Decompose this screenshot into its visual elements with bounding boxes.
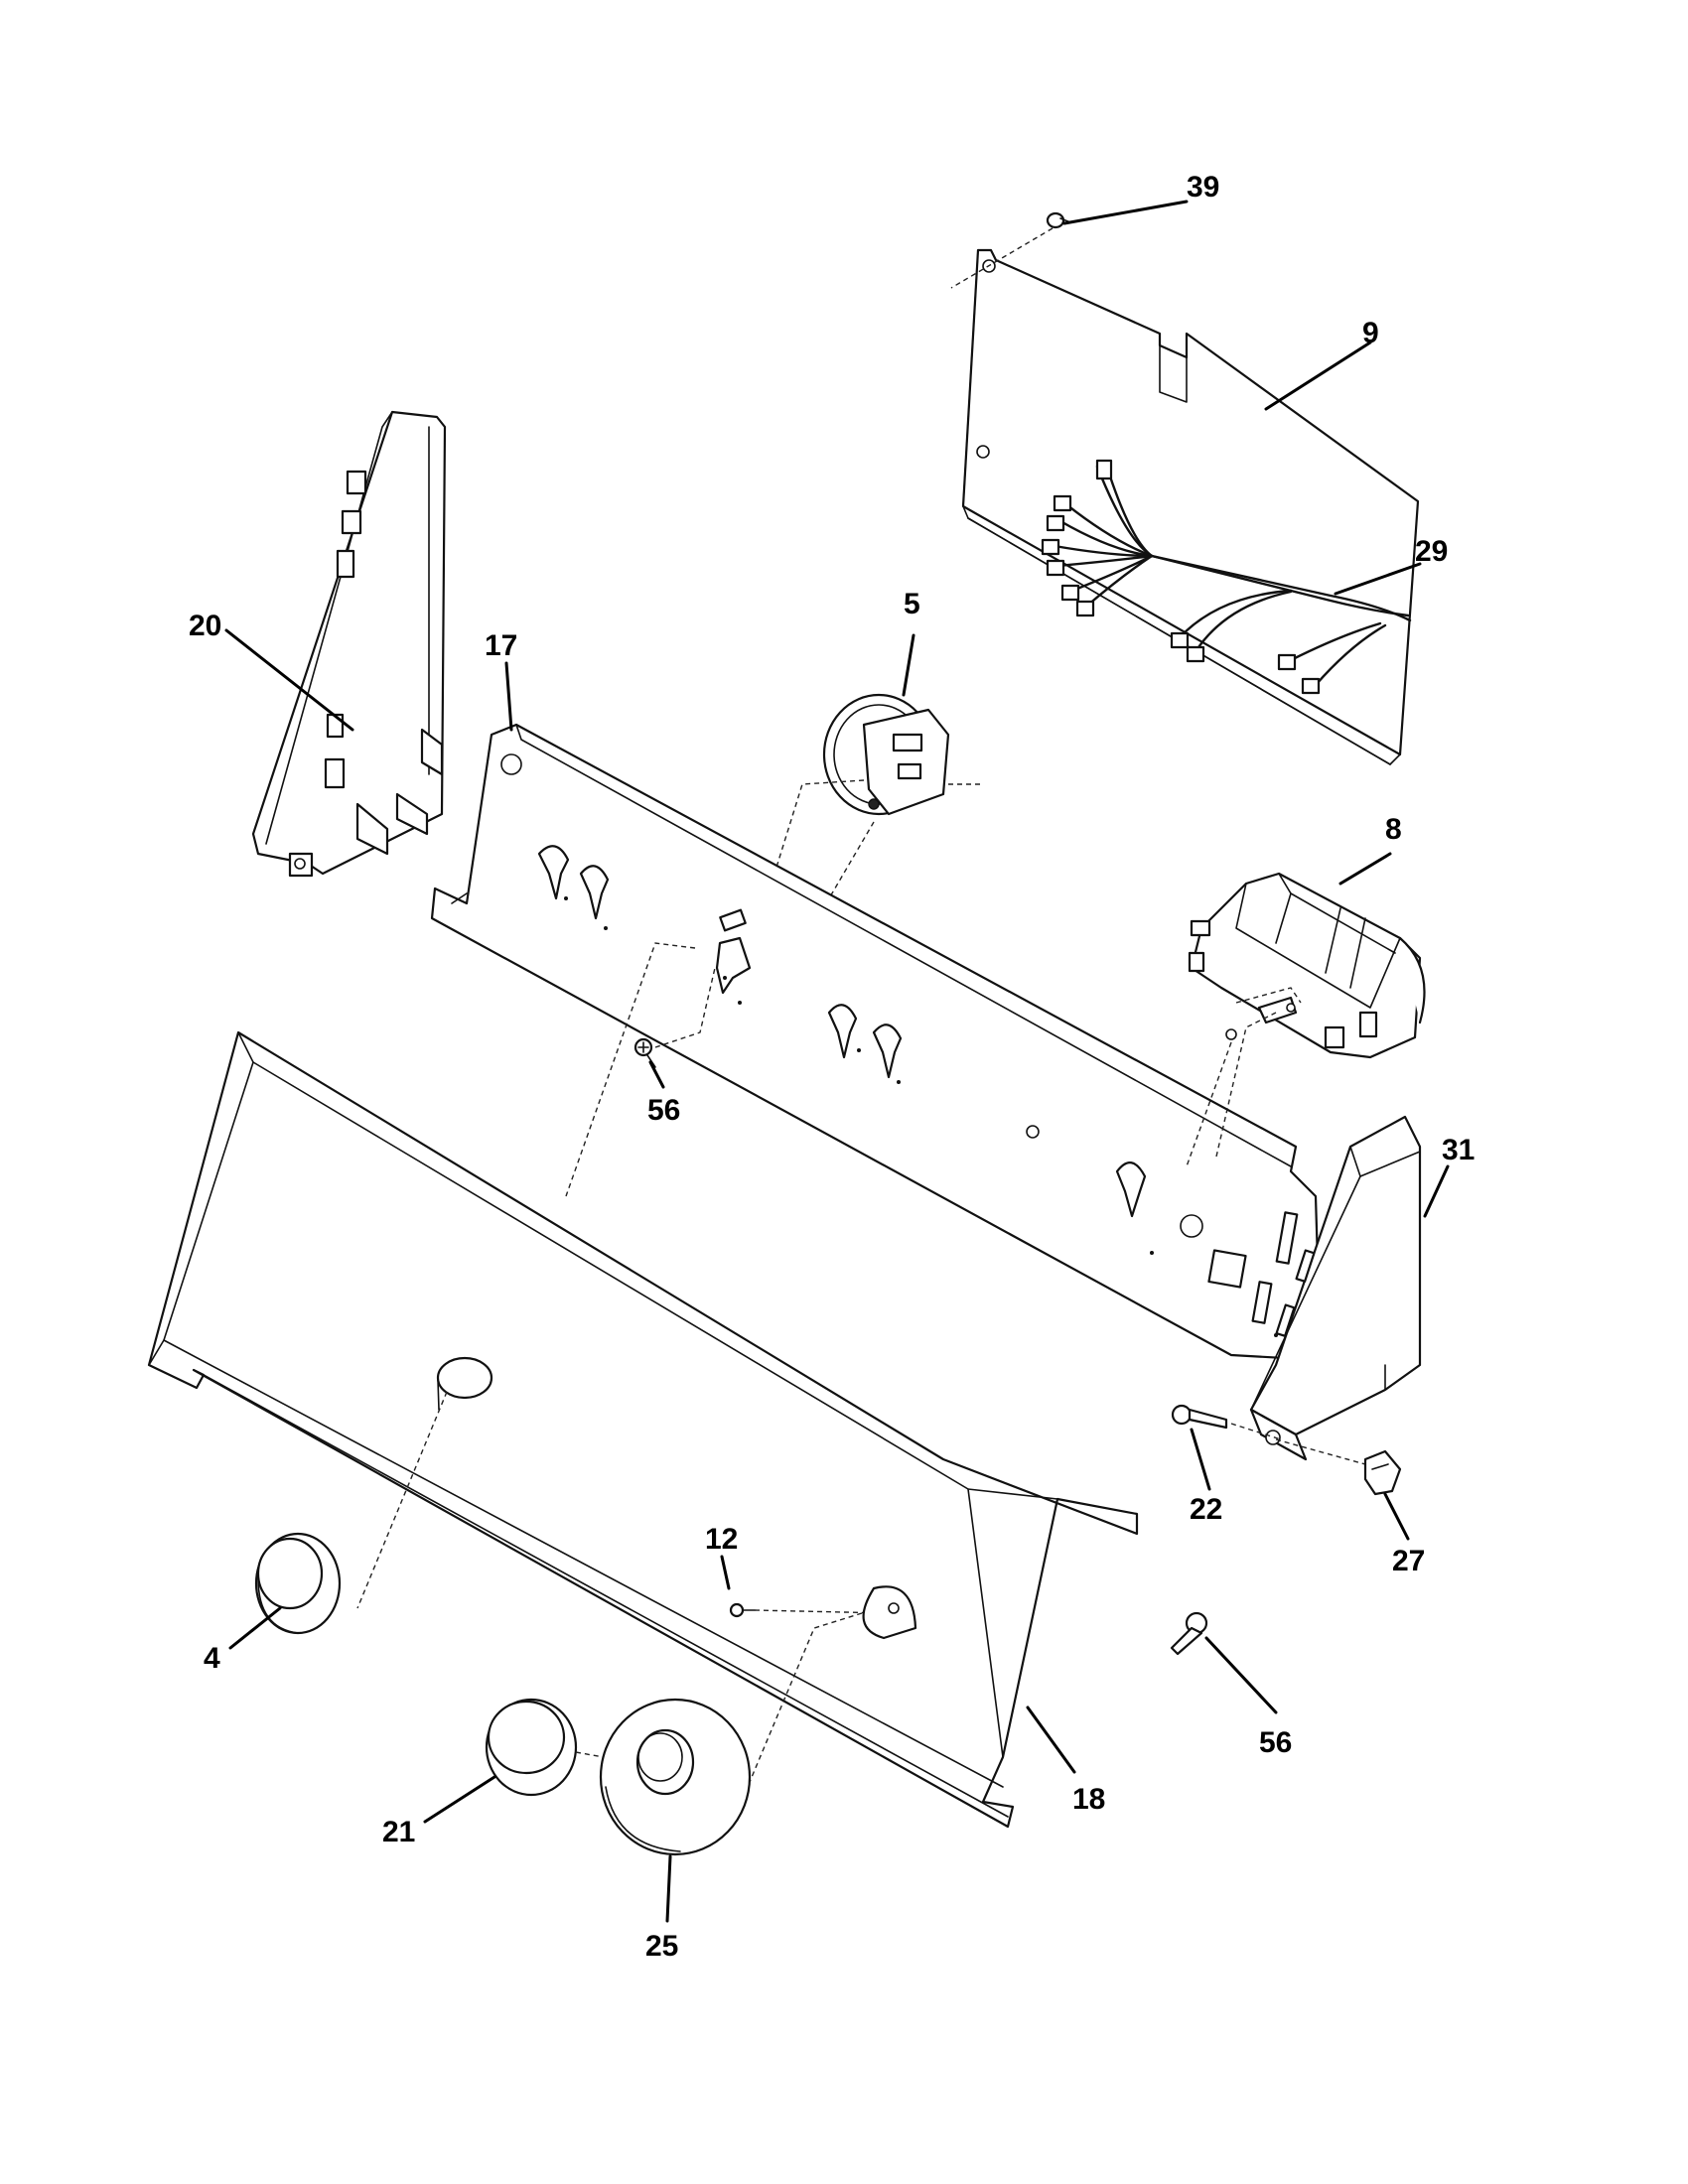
callout-12: 12	[705, 1523, 738, 1556]
callout-31: 31	[1442, 1134, 1475, 1166]
callout-17: 17	[485, 629, 517, 662]
part-20-left-endcap	[224, 410, 447, 878]
part-22-screw	[1171, 1404, 1366, 1491]
callout-25: 25	[645, 1930, 678, 1963]
callout-4: 4	[204, 1642, 220, 1675]
callout-8: 8	[1385, 813, 1402, 846]
leader-56a	[648, 1060, 665, 1089]
callout-9: 9	[1362, 317, 1379, 349]
leader-39	[1062, 200, 1189, 225]
callout-56-lower: 56	[1259, 1726, 1292, 1759]
part-5-pressure-switch	[774, 693, 983, 899]
callout-22: 22	[1190, 1493, 1222, 1526]
callout-18: 18	[1072, 1783, 1105, 1816]
part-31-right-endcap	[1249, 1115, 1450, 1461]
part-39-screw	[950, 211, 1071, 289]
part-9-rear-cover	[961, 248, 1420, 765]
callout-5: 5	[904, 588, 920, 620]
leader-29	[1334, 562, 1422, 596]
callout-39: 39	[1187, 171, 1219, 204]
part-12-screw	[720, 1555, 917, 1783]
part-17-control-backplate	[430, 661, 1323, 1362]
callout-29: 29	[1415, 535, 1448, 568]
callout-21: 21	[382, 1816, 415, 1848]
leader-9	[1264, 341, 1372, 411]
leader-5	[902, 633, 915, 697]
part-56-screw-lower	[1170, 1611, 1278, 1714]
part-8-timer	[1186, 852, 1426, 1167]
part-25-dial-skirt	[599, 1698, 752, 1923]
callout-20: 20	[189, 610, 221, 642]
callout-27: 27	[1392, 1545, 1425, 1577]
callout-56-upper: 56	[647, 1094, 680, 1127]
part-21-knob	[423, 1698, 632, 1824]
part-4-knob	[228, 1532, 342, 1650]
part-29-wiring-harness	[1041, 459, 1412, 695]
part-27-clip	[1363, 1449, 1410, 1541]
